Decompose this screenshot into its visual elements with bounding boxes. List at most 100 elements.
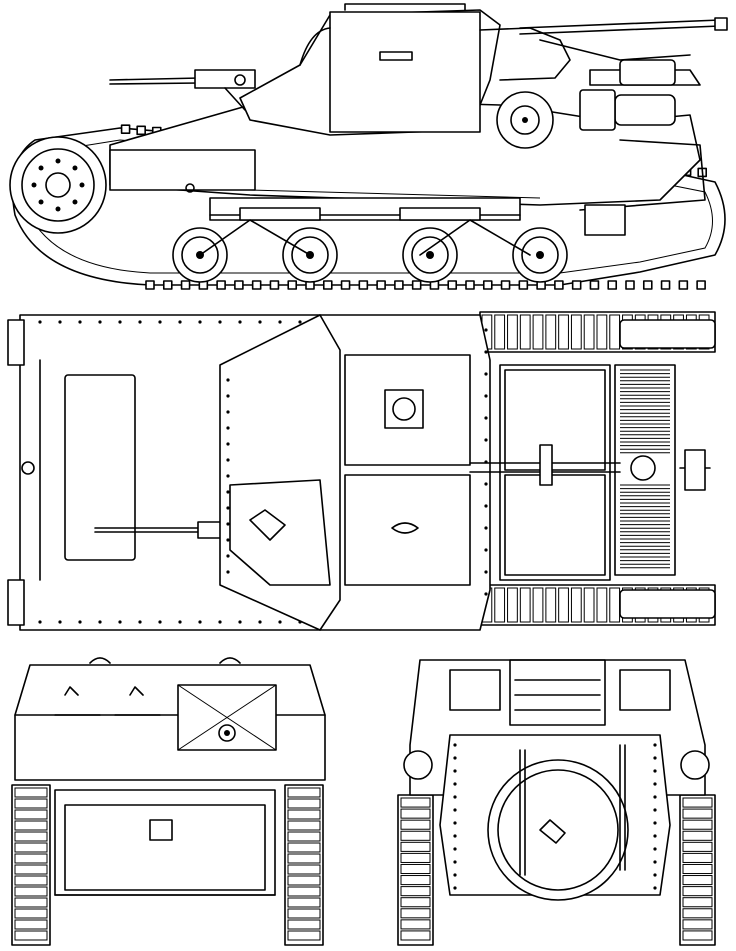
drive-sprocket [9,136,107,234]
bolt [72,199,78,205]
track-link [682,897,713,908]
track-link [682,919,713,930]
track-link [287,886,321,897]
track-link [14,919,48,930]
front-tracks [11,784,324,946]
towed-gun [519,17,728,86]
rivets [453,743,657,890]
track-link [642,280,653,290]
track-link [532,587,544,623]
track-link [287,897,321,908]
track-link [400,919,431,930]
track-link [682,819,713,830]
track-link [494,314,506,350]
track-link [287,908,321,919]
track-link [400,886,431,897]
track-link [358,280,369,290]
track-link [180,280,191,290]
track-link [500,280,511,290]
track-link [400,797,431,808]
track-link [545,314,557,350]
track-link [14,787,48,798]
engine-deck [469,364,711,581]
rear-door [439,734,671,901]
track-link [682,808,713,819]
track-link [14,842,48,853]
hull-center-top [219,314,491,631]
track-link [400,830,431,841]
track-link [251,280,262,290]
rear-view [397,659,716,946]
front-view [11,657,326,946]
track-link [394,280,404,290]
track-link [507,314,518,350]
track-link [400,808,431,819]
track-link [400,852,431,863]
track-link [136,125,146,136]
track-link [596,587,608,623]
track-link [682,908,713,919]
track-link [14,930,48,941]
track-link [234,280,244,290]
rivets [38,320,488,624]
machine-gun-icon [109,69,256,111]
track-link [400,841,431,852]
road-wheels [172,219,568,283]
track-link [518,280,529,290]
track-link [682,886,713,897]
track-link [625,280,635,290]
track-link [411,280,422,290]
superstructure [239,3,571,136]
track-link [120,124,131,134]
track-link [682,863,713,875]
track-link [287,798,321,809]
track-link [400,908,431,919]
spare-wheel [496,91,554,149]
track-link [532,314,544,350]
track-link [554,280,564,290]
road-wheel-icon [512,227,568,283]
rear-mufflers [619,319,716,619]
track-link [14,908,48,919]
track-link [682,841,713,852]
track-link [400,819,431,830]
bolt [79,182,85,188]
front-hull [14,657,326,781]
track-link [216,280,226,290]
track-link [682,830,713,841]
track-link [287,787,321,798]
headlight-icon [403,750,710,780]
track-link [287,809,321,820]
track-link [14,853,48,864]
track-link [571,280,582,290]
bolt [55,206,61,212]
track-link [145,280,155,290]
track-link [14,875,48,886]
track-link [558,587,569,623]
track-link [682,930,713,941]
track-link [287,930,321,941]
rear-tracks [397,794,716,946]
track-link [682,852,713,863]
track-link [682,875,713,886]
track-link [507,587,518,623]
track-link [400,930,431,941]
track-link [570,587,582,623]
track-link [607,280,618,290]
bolt [31,182,37,188]
track-link [287,919,321,930]
track-link [14,897,48,908]
track-link [322,280,333,290]
road-wheel-icon [402,227,458,283]
track-link [400,897,431,908]
track-link [583,314,595,350]
track-link [696,280,706,290]
track-link [660,280,671,290]
track-link [287,831,321,842]
track-link [14,864,48,875]
track-link [545,587,557,623]
track-link [14,809,48,820]
track-link [596,314,608,350]
track-link [519,314,531,350]
